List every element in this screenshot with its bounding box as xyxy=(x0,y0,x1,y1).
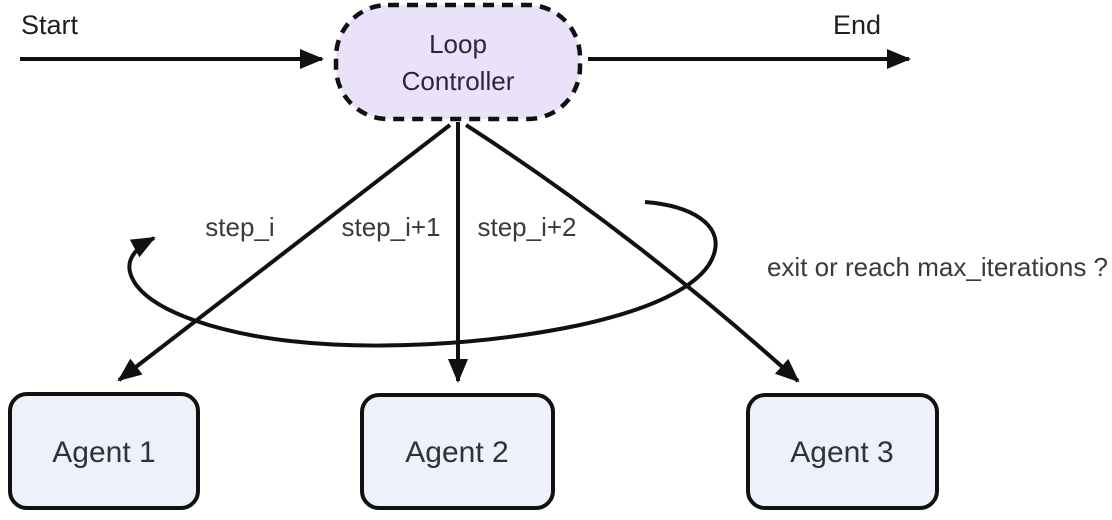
loop-controller-label-line1: Loop xyxy=(429,29,487,59)
loop-back-arrow xyxy=(127,200,718,348)
edge-to-agent-1 xyxy=(117,123,452,382)
agent-2-label: Agent 2 xyxy=(405,436,508,469)
loop-controller-node xyxy=(333,2,583,122)
agent-3-label: Agent 3 xyxy=(790,436,893,469)
edge-to-agent-3 xyxy=(464,123,800,383)
agent-3-node xyxy=(746,393,939,510)
loop-condition-label: exit or reach max_iterations ? xyxy=(767,252,1108,282)
agent-1-label: Agent 1 xyxy=(52,436,155,469)
edge-label-step-i2: step_i+2 xyxy=(477,212,576,242)
loop-controller-label-line2: Controller xyxy=(402,66,515,96)
end-label: End xyxy=(833,10,881,40)
start-label: Start xyxy=(21,10,79,40)
edge-label-step-i: step_i xyxy=(205,212,274,242)
edge-label-step-i1: step_i+1 xyxy=(341,212,440,242)
agent-2-node xyxy=(360,393,555,510)
agent-1-node xyxy=(8,392,200,510)
